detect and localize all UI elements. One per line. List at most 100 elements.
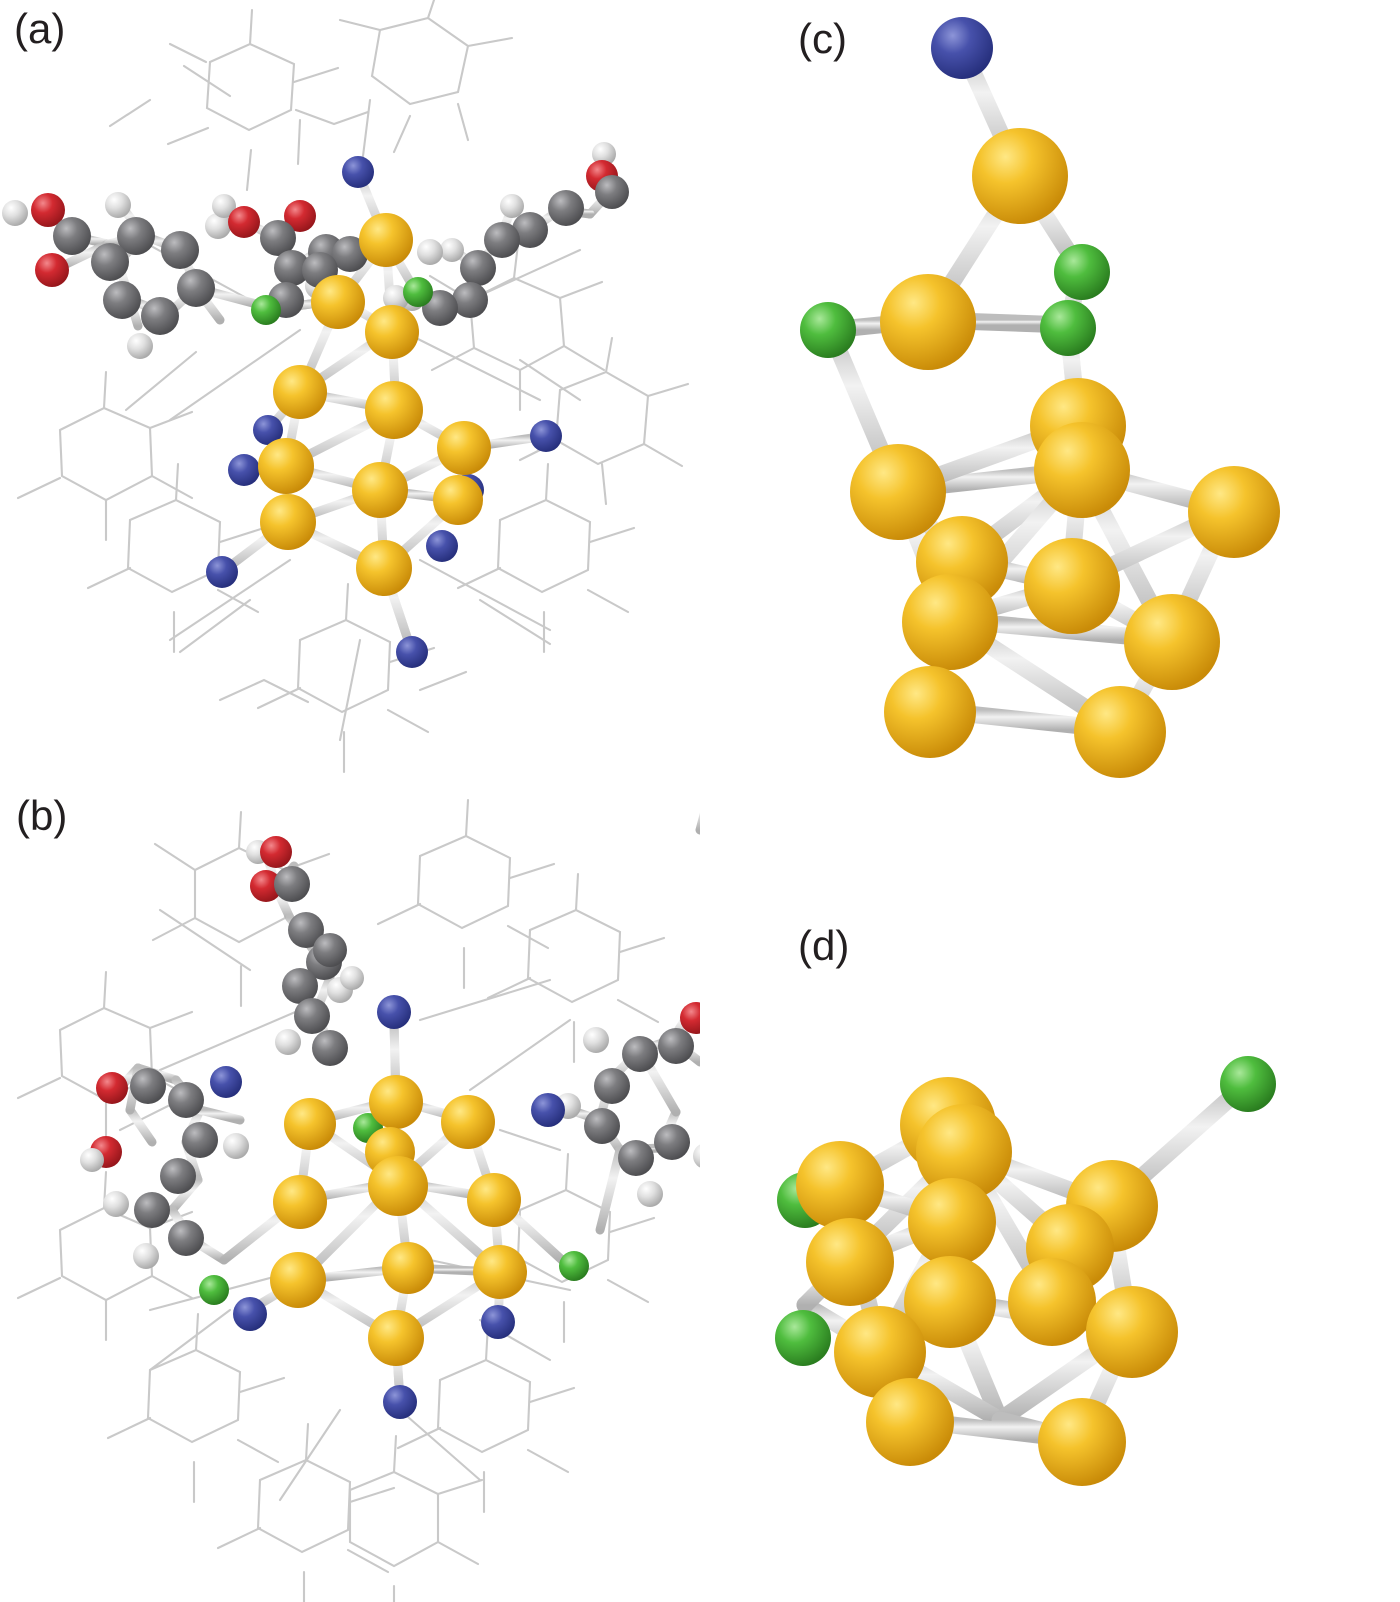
- atom-carbon: [312, 1030, 348, 1066]
- atom-carbon: [260, 220, 296, 256]
- atom-gold: [368, 1310, 424, 1366]
- atom-gold: [437, 421, 491, 475]
- atom-carbon: [313, 933, 347, 967]
- atoms-a: [2, 142, 629, 668]
- atom-gold: [260, 494, 316, 550]
- atom-nitrogen: [210, 1066, 242, 1098]
- atom-nitrogen: [481, 1305, 515, 1339]
- atom-chlorine: [800, 302, 856, 358]
- atom-hydrogen: [637, 1181, 663, 1207]
- atom-gold: [1086, 1286, 1178, 1378]
- atom-carbon: [460, 250, 496, 286]
- atom-gold: [352, 462, 408, 518]
- atom-chlorine: [775, 1310, 831, 1366]
- atom-gold: [806, 1218, 894, 1306]
- atom-gold: [1008, 1258, 1096, 1346]
- atom-carbon: [141, 297, 179, 335]
- atom-carbon: [130, 1068, 166, 1104]
- atom-gold: [908, 1178, 996, 1266]
- atom-gold: [1038, 1398, 1126, 1486]
- atom-chlorine: [251, 295, 281, 325]
- atom-oxygen: [96, 1072, 128, 1104]
- atom-hydrogen: [417, 239, 443, 265]
- atom-carbon: [595, 175, 629, 209]
- atom-carbon: [294, 998, 330, 1034]
- atom-nitrogen: [931, 17, 993, 79]
- atom-oxygen: [680, 1002, 700, 1034]
- atom-gold: [834, 1306, 926, 1398]
- panel-b: [0, 790, 700, 1602]
- atom-carbon: [594, 1068, 630, 1104]
- atom-gold: [902, 574, 998, 670]
- atom-carbon: [274, 250, 310, 286]
- atom-gold: [273, 1175, 327, 1229]
- atom-carbon: [177, 269, 215, 307]
- atom-nitrogen: [228, 454, 260, 486]
- atom-hydrogen: [103, 1191, 129, 1217]
- panel-label-a: (a): [14, 5, 66, 52]
- atom-gold: [311, 275, 365, 329]
- atom-nitrogen: [253, 415, 283, 445]
- atom-nitrogen: [342, 156, 374, 188]
- atom-chlorine: [403, 277, 433, 307]
- atom-carbon: [452, 282, 488, 318]
- wireframe-ligand-shell-a: [16, 0, 690, 774]
- atom-gold: [365, 305, 419, 359]
- atom-carbon: [484, 222, 520, 258]
- atom-carbon: [274, 866, 310, 902]
- panel-d-structure: [775, 1056, 1276, 1486]
- atom-carbon: [160, 1158, 196, 1194]
- atom-hydrogen: [133, 1243, 159, 1269]
- atom-gold: [368, 1156, 428, 1216]
- atom-hydrogen: [583, 1027, 609, 1053]
- atoms-d: [775, 1056, 1276, 1486]
- atom-hydrogen: [693, 1144, 700, 1168]
- panel-b-structure: [16, 798, 700, 1602]
- atom-hydrogen: [212, 194, 236, 218]
- atom-gold: [441, 1095, 495, 1149]
- panel-c: [700, 0, 1400, 900]
- atom-hydrogen: [2, 200, 28, 226]
- atoms-c: [800, 17, 1280, 778]
- atom-nitrogen: [531, 1093, 565, 1127]
- atom-carbon: [622, 1036, 658, 1072]
- atom-carbon: [117, 217, 155, 255]
- atom-hydrogen: [105, 192, 131, 218]
- atom-carbon: [658, 1028, 694, 1064]
- atom-carbon: [168, 1220, 204, 1256]
- atom-nitrogen: [377, 995, 411, 1029]
- atom-hydrogen: [275, 1029, 301, 1055]
- panel-a: [0, 0, 700, 790]
- atom-hydrogen: [592, 142, 616, 166]
- atom-carbon: [654, 1124, 690, 1160]
- atom-oxygen: [228, 206, 260, 238]
- atom-carbon: [282, 968, 318, 1004]
- atom-chlorine: [1220, 1056, 1276, 1112]
- atom-nitrogen: [383, 1385, 417, 1419]
- panel-label-d: (d): [798, 922, 850, 969]
- panel-label-b: (b): [16, 792, 68, 839]
- panel-d: [700, 900, 1400, 1602]
- atom-hydrogen: [440, 238, 464, 262]
- atom-hydrogen: [205, 213, 231, 239]
- atom-hydrogen: [223, 1133, 249, 1159]
- atom-gold: [1024, 538, 1120, 634]
- atom-gold: [273, 365, 327, 419]
- atom-carbon: [618, 1140, 654, 1176]
- atom-gold: [258, 438, 314, 494]
- atoms-b: [80, 836, 700, 1419]
- atom-gold: [1124, 594, 1220, 690]
- atom-nitrogen: [233, 1297, 267, 1331]
- atom-gold: [382, 1242, 434, 1294]
- atom-hydrogen: [383, 285, 409, 311]
- atom-nitrogen: [426, 530, 458, 562]
- atom-gold: [359, 213, 413, 267]
- atom-carbon: [103, 281, 141, 319]
- panel-label-c: (c): [798, 15, 847, 62]
- atom-chlorine: [1054, 244, 1110, 300]
- atom-gold: [1074, 686, 1166, 778]
- atom-oxygen: [35, 253, 69, 287]
- atom-gold: [796, 1141, 884, 1229]
- atom-carbon: [53, 217, 91, 255]
